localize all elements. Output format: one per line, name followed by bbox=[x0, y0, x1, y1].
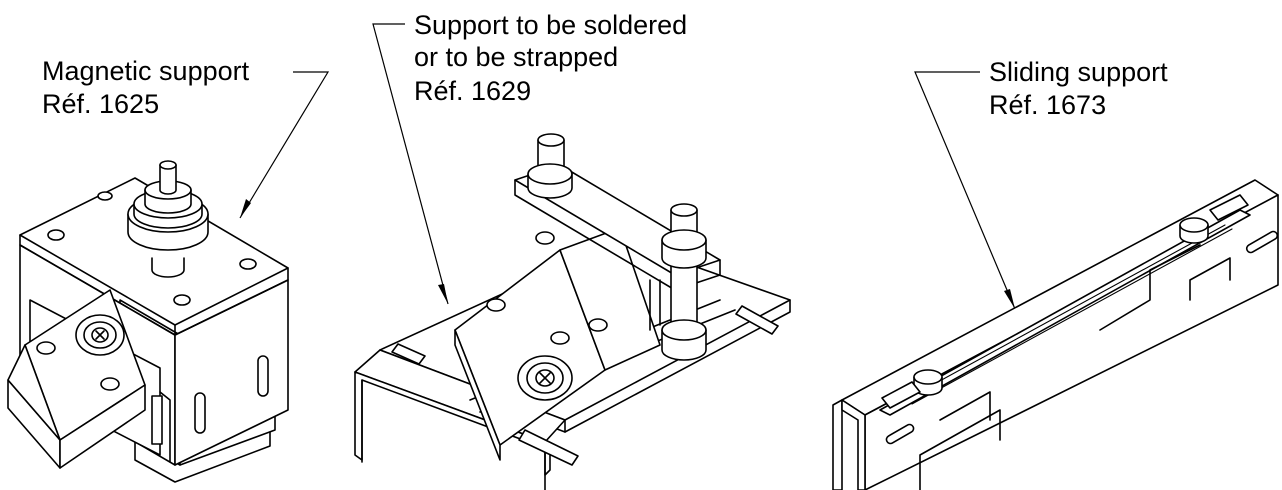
soldered-support-leader-line bbox=[372, 23, 449, 305]
magnetic-support-callout: Magnetic support Réf. 1625 bbox=[42, 56, 330, 219]
soldered-support-arrowhead bbox=[438, 284, 448, 304]
soldered-support-label-line1: Support to be soldered bbox=[414, 10, 687, 40]
magnetic-support-label: Magnetic support bbox=[42, 56, 250, 86]
sliding-support-ref: Réf. 1673 bbox=[989, 90, 1106, 120]
sliding-support-callout: Sliding support Réf. 1673 bbox=[914, 57, 1168, 310]
magnetic-support-arrowhead bbox=[240, 199, 251, 218]
soldered-support-label-line2: or to be strapped bbox=[414, 42, 618, 72]
sliding-support-label: Sliding support bbox=[989, 57, 1168, 87]
sliding-support-leader-line bbox=[914, 71, 1016, 310]
sliding-support-arrowhead bbox=[1004, 289, 1015, 309]
sliding-support-drawing bbox=[832, 179, 1279, 490]
magnetic-support-ref: Réf. 1625 bbox=[42, 89, 159, 119]
magnetic-support-leader-line bbox=[239, 71, 330, 219]
soldered-support-callout: Support to be soldered or to be strapped… bbox=[372, 10, 687, 305]
magnetic-support-drawing bbox=[7, 160, 289, 483]
soldered-support-ref: Réf. 1629 bbox=[414, 76, 531, 106]
soldered-support-drawing bbox=[354, 133, 791, 490]
